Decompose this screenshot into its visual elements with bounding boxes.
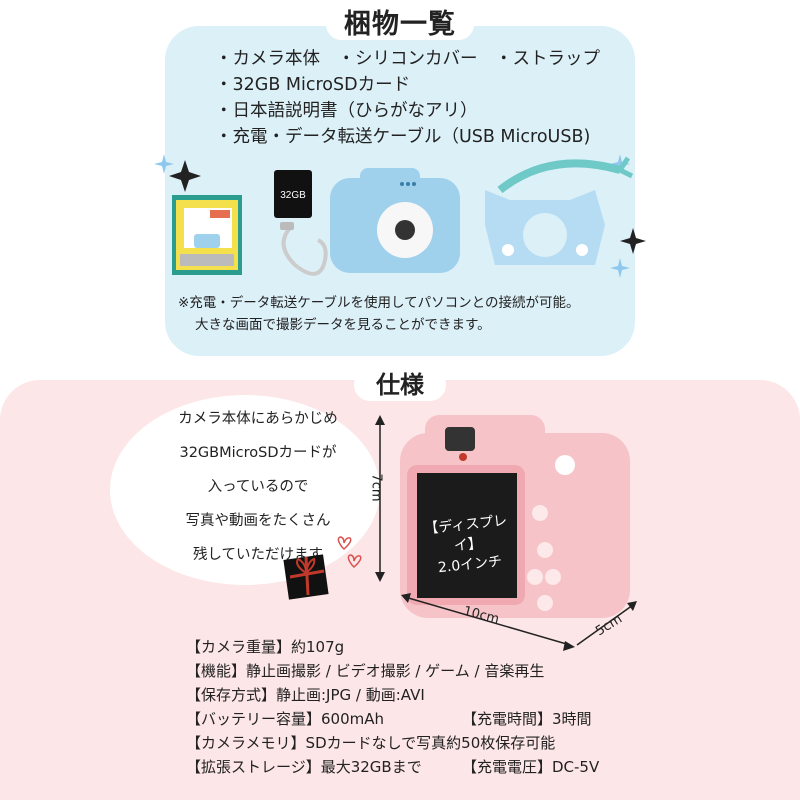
contents-item: ・32GB MicroSDカード — [215, 75, 411, 95]
speech-bubble — [110, 395, 380, 585]
screen-label: 【ディスプレイ】 2.0インチ — [415, 510, 521, 580]
spec-line: 【バッテリー容量】600mAh — [186, 710, 385, 728]
strap-image — [497, 159, 622, 194]
note-line: 大きな画面で撮影データを見ることができます。 — [195, 317, 491, 333]
heart-icon — [347, 554, 362, 569]
camera-screen — [417, 473, 517, 598]
spec-line: 【保存方式】静止画:JPG / 動画:AVI — [186, 686, 425, 704]
note-line: ※充電・データ転送ケーブルを使用してパソコンとの接続が可能。 — [178, 295, 580, 311]
shutter-button — [555, 455, 575, 475]
depth-arrow — [576, 604, 634, 646]
gift-sd-illustration — [283, 536, 362, 600]
contents-illustration: 32GB — [154, 154, 646, 278]
silicone-cover-image — [485, 190, 605, 265]
spec-line: 【充電時間】3時間 — [462, 710, 592, 728]
svg-text:32GB: 32GB — [280, 190, 306, 201]
heart-icon — [337, 536, 352, 551]
contents-title: 梱物一覧 — [0, 2, 800, 41]
height-label: 7cm — [368, 473, 384, 502]
spec-line: 【カメラ重量】約107g — [186, 638, 345, 656]
contents-item: ・充電・データ転送ケーブル（USB MicroUSB) — [215, 127, 591, 147]
contents-item: ・カメラ本体 ・シリコンカバー ・ストラップ — [215, 49, 600, 69]
spec-line: 【カメラメモリ】SDカードなしで写真約50枚保存可能 — [186, 734, 556, 752]
bubble-line: 入っているので — [207, 479, 309, 495]
spec-line: 【拡張ストレージ】最大32GBまで — [186, 758, 422, 776]
cable-image — [281, 226, 328, 276]
sd-card-image: 32GB — [274, 170, 312, 218]
manual-image — [172, 195, 242, 275]
bubble-line: カメラ本体にあらかじめ — [178, 411, 338, 427]
spec-line: 【充電電圧】DC-5V — [462, 758, 600, 776]
width-arrow — [404, 596, 571, 646]
spec-title: 仕様 — [0, 365, 800, 401]
contents-note: ※充電・データ転送ケーブルを使用してパソコンとの接続が可能。 大きな画面で撮影デ… — [178, 292, 638, 336]
pink-camera-illustration — [375, 415, 637, 651]
blue-camera-image — [330, 168, 460, 273]
bubble-line: 32GBMicroSDカードが — [179, 445, 337, 461]
bubble-line: 写真や動画をたくさん — [185, 513, 331, 529]
sparkle-icon — [169, 160, 646, 254]
contents-item: ・日本語説明書（ひらがなアリ） — [215, 101, 478, 121]
spec-line: 【機能】静止画撮影 / ビデオ撮影 / ゲーム / 音楽再生 — [186, 662, 545, 680]
